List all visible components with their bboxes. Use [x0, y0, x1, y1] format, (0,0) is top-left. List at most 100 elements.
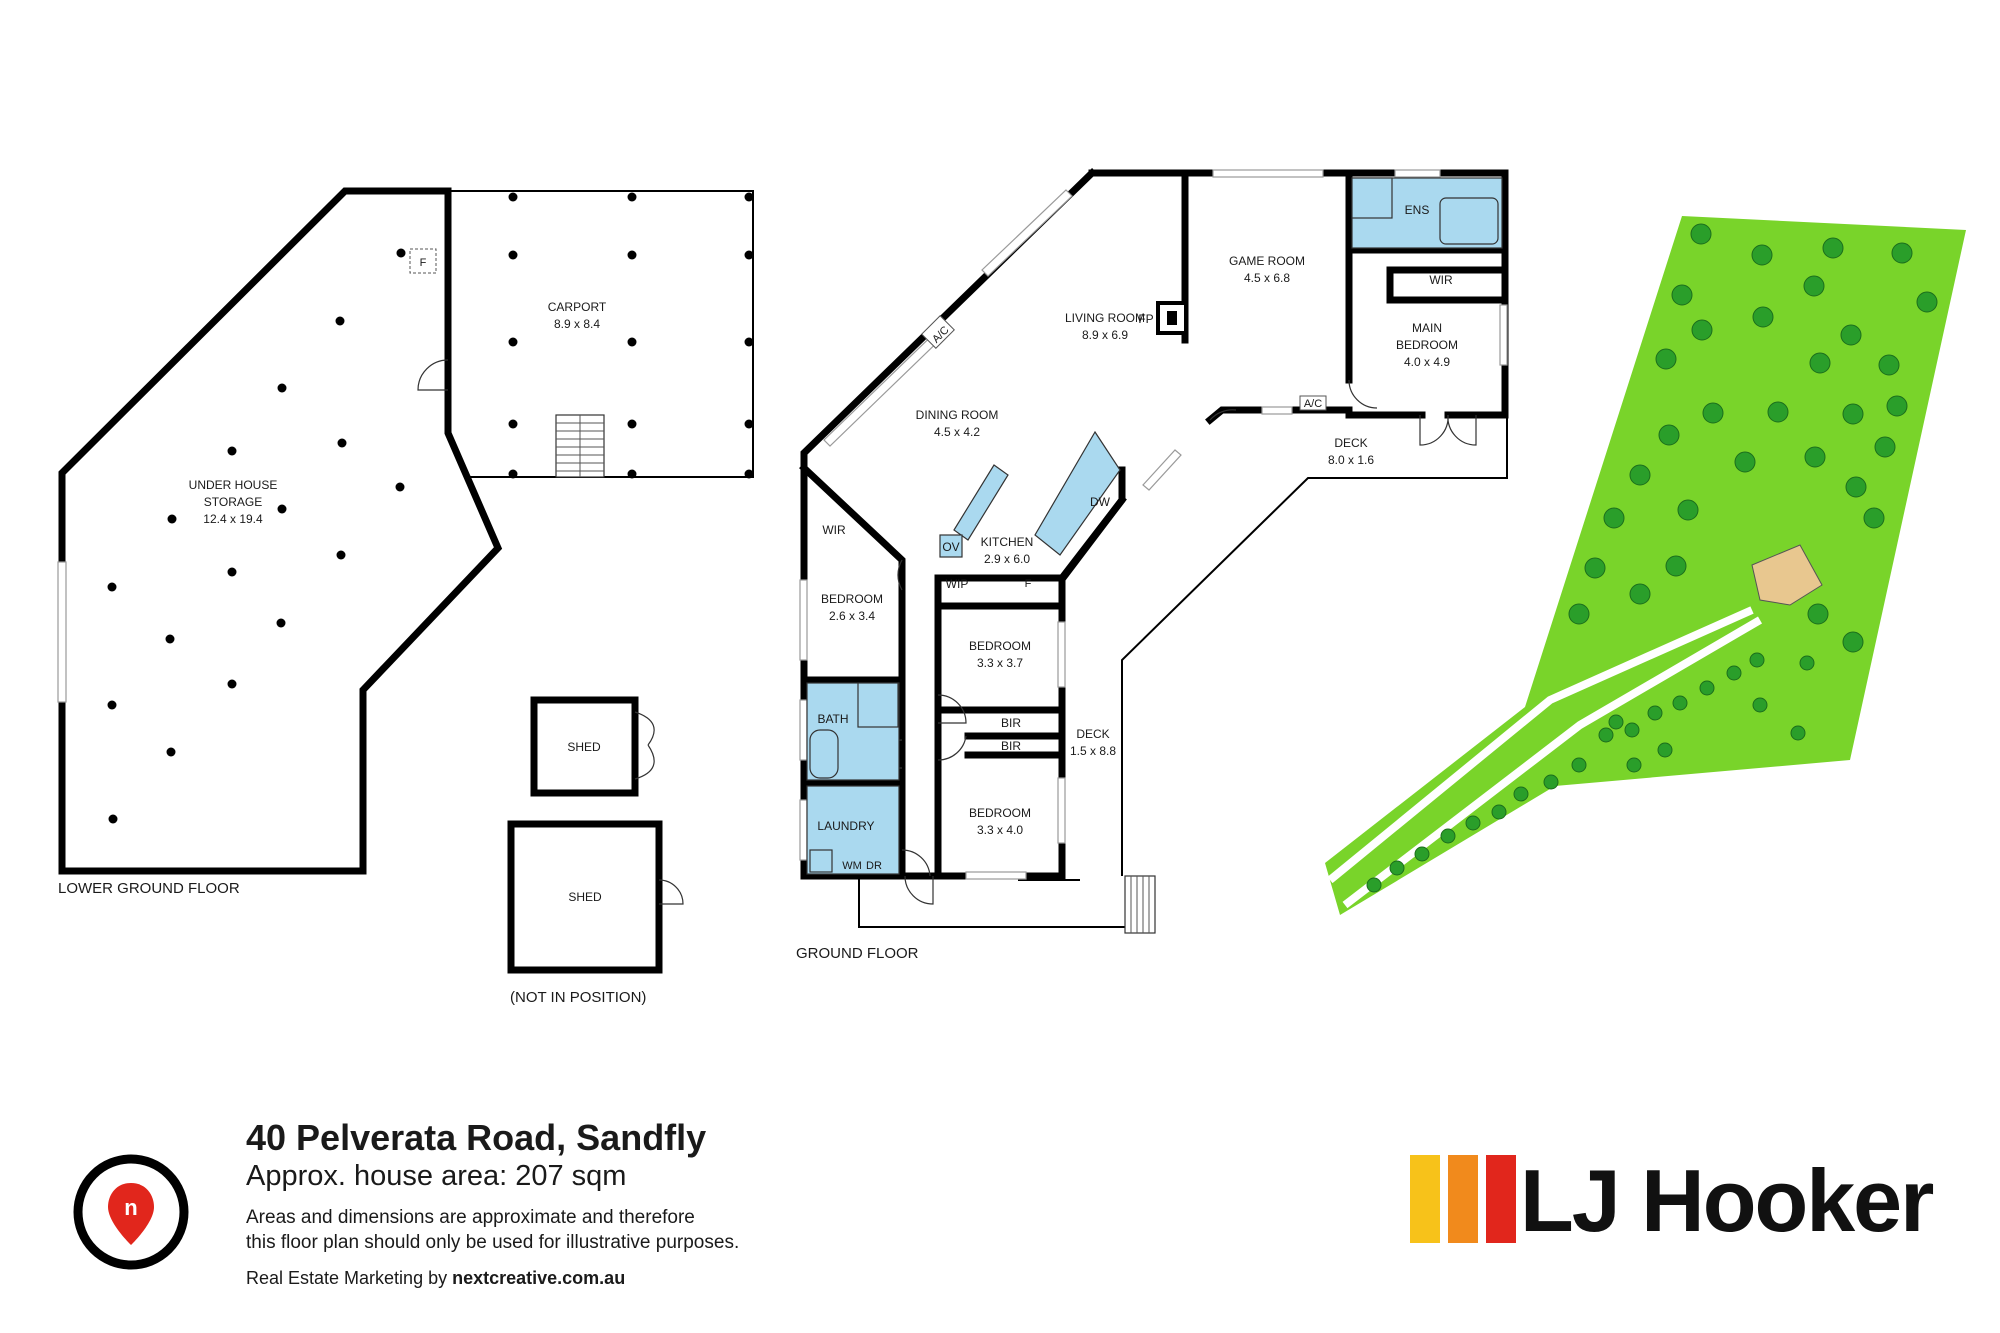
storage-name: UNDER HOUSE: [189, 478, 278, 492]
carport-posts: [508, 192, 754, 479]
disclaimer-line-1: Areas and dimensions are approximate and…: [246, 1207, 695, 1228]
disclaimer-line-2: this floor plan should only be used for …: [246, 1232, 740, 1253]
living-room-dims: 8.9 x 6.9: [1082, 328, 1128, 342]
kitchen-bench-2: [1034, 430, 1121, 556]
dining-room-dims: 4.5 x 4.2: [934, 425, 980, 439]
lower-ground-floor-plan: F: [57, 187, 754, 1006]
ensuite-shower: [1351, 177, 1393, 219]
deck-2-dims: 1.5 x 8.8: [1070, 744, 1116, 758]
main-wir-label: WIR: [1429, 273, 1453, 287]
carport-dims: 8.9 x 8.4: [554, 317, 600, 331]
dining-room-name: DINING ROOM: [916, 408, 999, 422]
oven: [939, 534, 963, 558]
ensuite-label: ENS: [1405, 203, 1430, 217]
bedroom-small-window: [799, 579, 808, 661]
shed-1-walls: [530, 696, 639, 797]
deck-1-name: DECK: [1334, 436, 1367, 450]
main-bedroom-name: MAIN: [1412, 321, 1442, 335]
main-bedroom-name-line2: BEDROOM: [1396, 338, 1458, 352]
bed3-door: [937, 735, 967, 761]
kitchen-diagonal: [1058, 495, 1127, 583]
front-steps: [1124, 875, 1156, 934]
main-bedroom-dims: 4.0 x 4.9: [1404, 355, 1450, 369]
bed2-door: [937, 694, 967, 724]
wip-label: WIP: [946, 577, 969, 591]
bed3-south-window: [965, 871, 1027, 880]
site-plan: [1325, 216, 1966, 915]
deck-entry-door: [1209, 409, 1237, 421]
wir-lower-wall: [1386, 266, 1509, 304]
driveway-2: [1342, 616, 1763, 909]
deck-2-name: DECK: [1076, 727, 1109, 741]
bedroom-small-dims: 2.6 x 3.4: [829, 609, 875, 623]
storage-window: [57, 561, 67, 703]
laundry-tub: [809, 849, 833, 873]
storage-posts: [107, 248, 406, 824]
shed-1-label: SHED: [567, 740, 601, 754]
disclaimer: Areas and dimensions are approximate and…: [246, 1205, 866, 1255]
main-bed-window: [1499, 304, 1508, 366]
marketing-prefix: Real Estate Marketing by: [246, 1268, 453, 1288]
site-house: [1751, 544, 1823, 606]
ensuite-bath: [1439, 197, 1499, 245]
carport-outline: [448, 190, 754, 478]
ac-unit-1-box: [921, 315, 955, 349]
logo-bar-orange: [1448, 1155, 1478, 1243]
storage-door: [417, 359, 449, 391]
bedroom-2-dims: 3.3 x 3.7: [977, 656, 1023, 670]
kitchen-south-wall: [934, 574, 1066, 610]
bedroom-wing-walls: [934, 602, 1066, 880]
shed-2-walls: [507, 820, 663, 974]
carport-name: CARPORT: [548, 300, 607, 314]
shed-1-doors: [634, 711, 655, 780]
svg-text:n: n: [124, 1195, 137, 1220]
lower-fridge-box: [409, 248, 437, 274]
kitchen-dims: 2.9 x 6.0: [984, 552, 1030, 566]
brand-name: LJ Hooker: [1520, 1151, 1934, 1250]
fireplace-firebox: [1167, 311, 1177, 325]
game-room-name: GAME ROOM: [1229, 254, 1305, 268]
marketing-site: nextcreative.com.au: [452, 1268, 626, 1288]
bath-tub: [809, 729, 839, 779]
living-window: [981, 189, 1073, 277]
laundry-window: [799, 799, 808, 861]
bath-window: [799, 699, 808, 761]
laundry-door: [901, 849, 931, 877]
logo-bar-red: [1486, 1155, 1516, 1243]
kitchen-fridge-label: F: [1025, 578, 1032, 590]
carport-stairs: [555, 414, 605, 478]
game-room-dims: 4.5 x 6.8: [1244, 271, 1290, 285]
oven-label: OV: [942, 540, 959, 554]
deck-1-dims: 8.0 x 1.6: [1328, 453, 1374, 467]
logo-bar-yellow: [1410, 1155, 1440, 1243]
property-address: 40 Pelverata Road, Sandfly: [246, 1117, 707, 1158]
storage-name-line2: STORAGE: [204, 495, 262, 509]
deck-wall: [1205, 406, 1426, 425]
lj-hooker-logo: [1410, 1155, 1970, 1275]
front-deck: [858, 876, 1151, 928]
bath-shower: [857, 682, 899, 728]
ac-unit-2-box: [1299, 395, 1327, 411]
ground-floor-label: GROUND FLOOR: [796, 945, 919, 962]
game-room-window: [1212, 169, 1324, 178]
shed-2-door: [658, 879, 684, 905]
dishwasher-label: DW: [1090, 495, 1111, 509]
nextcreative-logo: n: [72, 1153, 190, 1271]
bir-2-label: BIR: [1001, 739, 1021, 753]
lower-ground-floor-label: LOWER GROUND FLOOR: [58, 880, 240, 897]
site-lawn: [1325, 216, 1966, 915]
washing-machine-label: WM: [842, 860, 862, 872]
deck-door-1: [1419, 414, 1449, 446]
ens-window: [1394, 169, 1441, 178]
bedroom-3-name: BEDROOM: [969, 806, 1031, 820]
deck-door-2: [1447, 414, 1477, 446]
kitchen-bench-1: [953, 464, 1009, 541]
bedroom-3-dims: 3.3 x 4.0: [977, 823, 1023, 837]
lower-fridge-tag: F: [420, 257, 427, 269]
house-area: Approx. house area: 207 sqm: [246, 1160, 627, 1192]
site-trees: [1366, 223, 1938, 893]
fireplace-label: FP: [1138, 312, 1153, 326]
driveway-1: [1327, 606, 1754, 884]
bed3-window: [1057, 777, 1066, 844]
bath-label: BATH: [817, 712, 848, 726]
